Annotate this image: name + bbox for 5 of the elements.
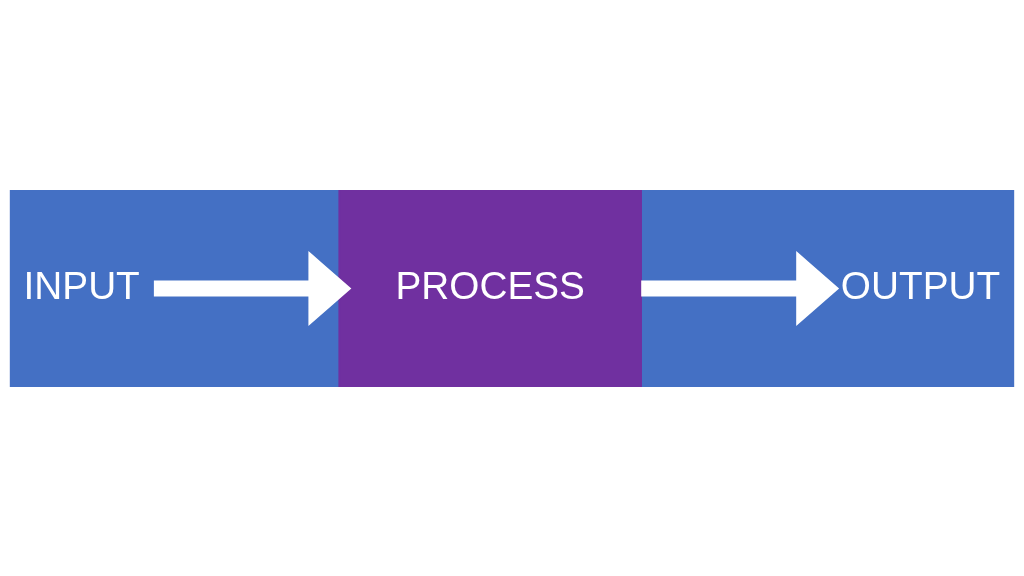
- node-box: PROCESS: [338, 189, 642, 387]
- arrow: [153, 250, 352, 326]
- arrow: [641, 250, 840, 326]
- node-text: INPUT: [23, 263, 140, 307]
- node-text: OUTPUT: [840, 263, 1001, 307]
